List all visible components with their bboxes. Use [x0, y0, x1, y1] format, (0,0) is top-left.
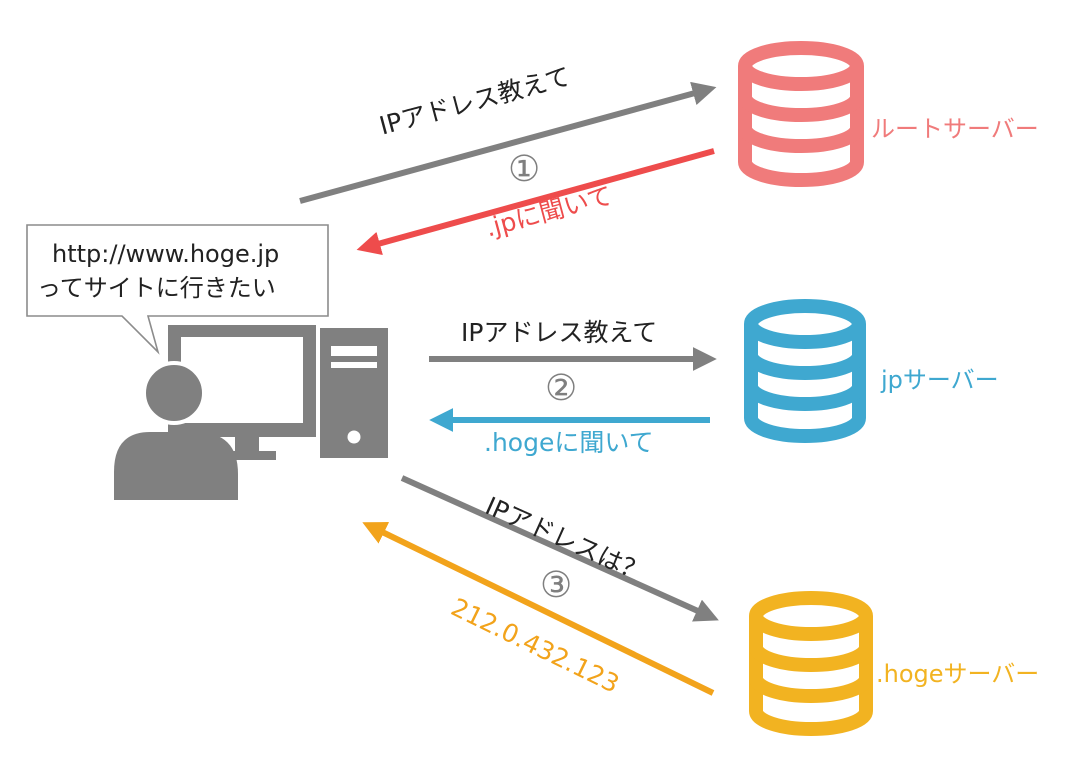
- hoge-server-database-icon: [749, 591, 873, 736]
- bubble-message-text: ってサイトに行きたい: [37, 274, 276, 302]
- jp-server-label: jpサーバー: [881, 366, 999, 394]
- response-arrow-1: [356, 148, 715, 256]
- step3-number: ③: [540, 565, 573, 606]
- request-arrow-3: [400, 475, 719, 622]
- bubble-url-text: http://www.hoge.jp: [52, 240, 280, 268]
- step2-response-label: .hogeに聞いて: [484, 428, 654, 457]
- step1-number: ①: [508, 149, 541, 190]
- person-head-icon: [142, 361, 206, 425]
- person-body-icon: [114, 432, 238, 500]
- speech-bubble: [26, 224, 329, 355]
- monitor-icon: [168, 325, 316, 437]
- response-arrow-3: [362, 521, 715, 696]
- hoge-server-label: .hogeサーバー: [876, 660, 1040, 688]
- user-computer-icon: [114, 325, 388, 500]
- pc-tower-icon: [320, 328, 388, 458]
- root-server-label: ルートサーバー: [871, 115, 1039, 143]
- request-arrow-1: [299, 81, 717, 204]
- step2-number: ②: [545, 368, 578, 409]
- step2-request-label: IPアドレス教えて: [461, 318, 658, 347]
- jp-server-database-icon: [744, 299, 866, 443]
- root-server-database-icon: [738, 41, 864, 187]
